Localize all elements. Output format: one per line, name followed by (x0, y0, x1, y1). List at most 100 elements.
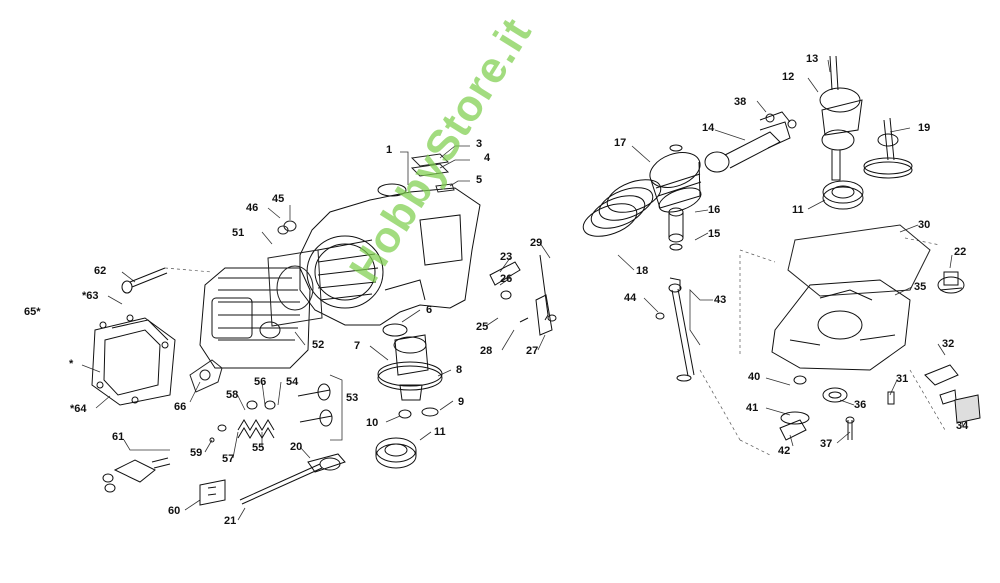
governor-gear-part (937, 271, 965, 294)
callout-18: 18 (636, 265, 649, 277)
callout-3: 3 (476, 138, 483, 150)
callout-56: 56 (254, 376, 267, 388)
piston-pin-part (668, 144, 684, 251)
callout-38: 38 (734, 96, 747, 108)
callout-15: 15 (708, 228, 721, 240)
cylinder-head-part (199, 267, 311, 369)
callout-45: 45 (272, 193, 285, 205)
callout-8: 8 (456, 364, 463, 376)
callout-40: 40 (748, 371, 761, 383)
callout-1: 1 (386, 144, 393, 156)
callout-17: 17 (614, 137, 627, 149)
callout-30: 30 (918, 219, 931, 231)
bolt-37-part (845, 416, 855, 440)
callout-62: 62 (94, 265, 107, 277)
callout-36: 36 (854, 399, 867, 411)
gear-shaft-part (863, 117, 913, 179)
callout-59: 59 (190, 447, 203, 459)
callout-20: 20 (290, 441, 303, 453)
governor-parts (489, 254, 557, 336)
cylinder-block-part (299, 183, 481, 326)
callout-63: *63 (82, 290, 99, 302)
bearing-right-part (822, 180, 864, 210)
callout-21: 21 (224, 515, 237, 527)
callout-22: 22 (954, 246, 967, 258)
crankshaft-part (819, 55, 863, 181)
callout-6: 6 (426, 304, 433, 316)
callout-5: 5 (476, 174, 483, 186)
callout-64: *64 (70, 403, 87, 415)
callout-54: 54 (286, 376, 299, 388)
callout-65: 65* (24, 306, 41, 318)
washer-10-part (398, 409, 412, 419)
exhaust-gasket-part (189, 359, 223, 393)
callout-28: 28 (480, 345, 493, 357)
crankcase-gasket-part (787, 224, 931, 297)
rod-bolts-part (765, 113, 797, 129)
piston-part (649, 152, 702, 213)
rocker-assembly-part (102, 457, 171, 493)
guide-plate-part (199, 479, 226, 506)
callout-11-left: 11 (434, 426, 446, 438)
callout-41: 41 (746, 402, 759, 414)
lever-assembly-part (779, 375, 810, 441)
callout-7: 7 (354, 340, 361, 352)
valve-springs-part (209, 400, 276, 443)
callout-55: 55 (252, 442, 265, 454)
callout-43: 43 (714, 294, 727, 306)
small-seals-part (277, 220, 297, 235)
pin-31-part (887, 391, 895, 405)
screen-part (954, 394, 981, 424)
callout-13: 13 (806, 53, 819, 65)
callout-4: 4 (484, 152, 491, 164)
bearing-left-part (375, 437, 417, 469)
callout-52: 52 (312, 339, 325, 351)
callout-26: 26 (500, 273, 513, 285)
callout-44: 44 (624, 292, 637, 304)
connecting-rod-part (704, 111, 791, 173)
callout-31: 31 (896, 373, 909, 385)
callout-29: 29 (530, 237, 543, 249)
callout-10: 10 (366, 417, 379, 429)
callout-27: 27 (526, 345, 539, 357)
head-gasket-part (267, 249, 323, 327)
governor-arm-part (924, 364, 959, 386)
callout-51: 51 (232, 227, 245, 239)
washer-9-part (421, 407, 439, 417)
leader-lines (81, 59, 966, 521)
oil-seal-part (382, 323, 408, 337)
callout-34: 34 (956, 420, 969, 432)
callout-11-right: 11 (792, 204, 804, 216)
dipstick-part (668, 277, 695, 382)
head-bolt-part (121, 267, 168, 294)
valves-part (239, 383, 346, 505)
callout-46: 46 (246, 202, 259, 214)
callout-61: 61 (112, 431, 125, 443)
callout-53: 53 (346, 392, 359, 404)
callout-12: 12 (782, 71, 795, 83)
callout-9: 9 (458, 396, 465, 408)
callout-35: 35 (914, 281, 927, 293)
callout-19: 19 (918, 122, 931, 134)
screw-44-part (655, 312, 665, 320)
top-gaskets-part (410, 153, 455, 193)
callout-star: * (69, 358, 74, 370)
camshaft-part (377, 334, 443, 401)
callout-37: 37 (820, 438, 833, 450)
dashed-guides (164, 237, 946, 456)
callout-42: 42 (778, 445, 791, 457)
valve-cover-part (91, 314, 176, 406)
crankcase-cover-part (771, 279, 911, 371)
callout-57: 57 (222, 453, 235, 465)
callout-32: 32 (942, 338, 955, 350)
callout-60: 60 (168, 505, 181, 517)
callout-25: 25 (476, 321, 489, 333)
callout-14: 14 (702, 122, 715, 134)
callout-58: 58 (226, 389, 239, 401)
callout-16: 16 (708, 204, 721, 216)
seal-36-part (822, 387, 848, 403)
callout-66: 66 (174, 401, 187, 413)
callout-23: 23 (500, 251, 513, 263)
